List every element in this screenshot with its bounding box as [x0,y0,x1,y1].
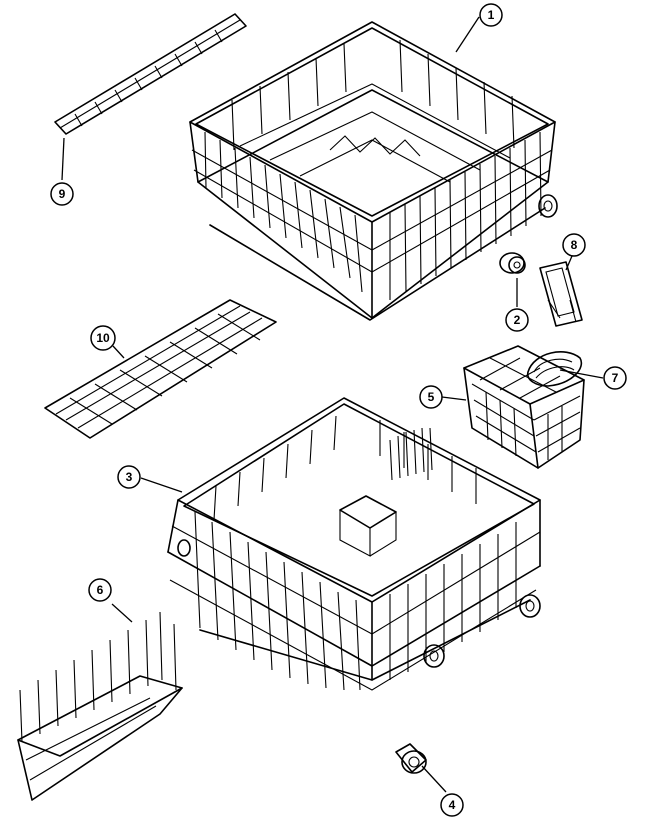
callout-label-8: 8 [571,238,578,252]
callout-1: 1 [479,3,503,27]
callout-6: 6 [88,578,112,602]
callout-9: 9 [50,182,74,206]
callout-2: 2 [505,308,529,332]
callout-label-4: 4 [449,798,456,812]
callout-label-10: 10 [96,331,110,345]
upper-rack-part-1 [189,21,558,321]
rail-part-10 [44,299,277,439]
lower-rack-part-3 [167,397,541,691]
callout-3: 3 [117,465,141,489]
callout-label-5: 5 [428,390,435,404]
clip-part-8 [539,261,583,327]
callout-5: 5 [419,385,443,409]
wheel-part-2 [499,252,526,274]
leader-lines [61,16,604,793]
callout-8: 8 [562,233,586,257]
wheel-part-4 [395,743,427,774]
callout-label-3: 3 [126,470,133,484]
basket-part-5 [463,345,585,469]
callout-10: 10 [90,325,116,351]
rail-part-9 [54,13,247,135]
callout-label-7: 7 [612,371,619,385]
callout-7: 7 [603,366,627,390]
callout-4: 4 [440,793,464,817]
tine-row-part-6 [17,611,183,801]
callout-label-6: 6 [97,583,104,597]
clip-part-7 [526,351,583,387]
callout-label-9: 9 [59,187,66,201]
callout-label-1: 1 [488,8,495,22]
callout-label-2: 2 [514,313,521,327]
